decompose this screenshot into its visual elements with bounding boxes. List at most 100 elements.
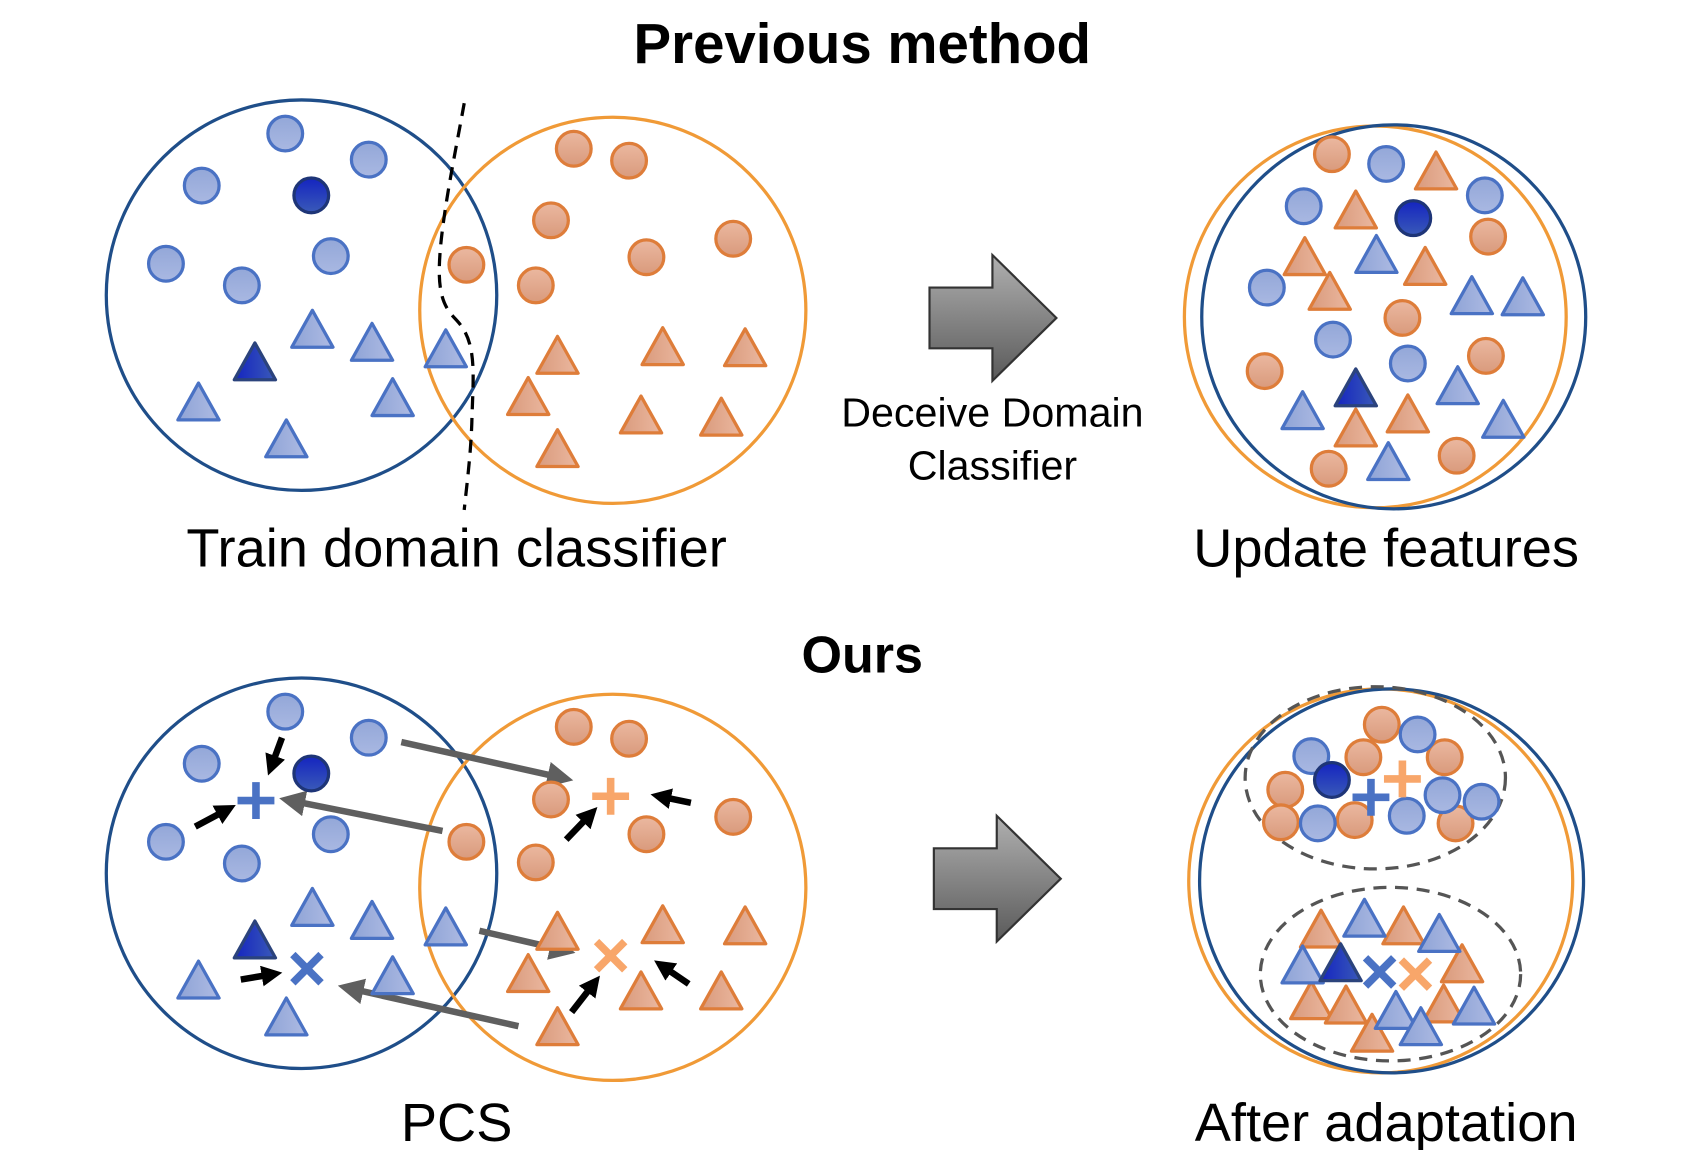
target-circle-sample bbox=[1466, 336, 1505, 375]
source-triangle-sample bbox=[264, 996, 309, 1037]
source-circle-sample bbox=[349, 140, 388, 179]
pull-to-prototype-arrow bbox=[193, 804, 236, 830]
source-circle-sample bbox=[1314, 320, 1352, 359]
source-triangle-sample bbox=[1373, 989, 1419, 1030]
source-circle-sample bbox=[1387, 796, 1426, 835]
source-circle-sample bbox=[146, 822, 185, 861]
target-circle-sample bbox=[627, 238, 666, 277]
target-circle-sample bbox=[516, 266, 555, 305]
target-circle-sample bbox=[447, 822, 486, 861]
target-domain-circle-aligned-top bbox=[1182, 124, 1568, 510]
source-triangle-sample bbox=[290, 308, 335, 349]
domain-classifier-boundary bbox=[437, 102, 475, 511]
target-triangle-sample bbox=[1421, 983, 1466, 1024]
target-circle-sample bbox=[1245, 352, 1284, 391]
anchor-circle-sample bbox=[1312, 761, 1351, 799]
target-triangle-sample bbox=[535, 1006, 580, 1047]
target-triangle-sample bbox=[722, 905, 768, 946]
source-domain-circle-aligned-top bbox=[1200, 123, 1588, 511]
target-circle-sample bbox=[1362, 705, 1401, 744]
pull-to-prototype-arrow bbox=[650, 788, 692, 809]
aligned-source-class-b-prototype bbox=[1362, 955, 1397, 989]
target-triangle-sample bbox=[640, 326, 685, 367]
source-circle-sample bbox=[311, 237, 350, 276]
source-circle-sample bbox=[1284, 187, 1323, 226]
target-circle-sample bbox=[1312, 135, 1351, 174]
source-domain-circle-top bbox=[104, 98, 499, 493]
source-circle-sample bbox=[222, 266, 261, 305]
source-triangle-sample bbox=[423, 906, 469, 947]
target-domain-circle-top bbox=[418, 115, 808, 506]
source-triangle-sample bbox=[264, 418, 309, 459]
source-triangle-sample bbox=[290, 886, 335, 927]
pull-to-prototype-arrow bbox=[654, 960, 691, 987]
target-triangle-sample bbox=[1323, 984, 1369, 1025]
source-circle-sample bbox=[1423, 776, 1462, 815]
ours-title: Ours bbox=[802, 627, 923, 685]
target-circle-sample bbox=[1266, 770, 1305, 809]
source-circle-sample bbox=[1292, 737, 1331, 776]
target-triangle-sample bbox=[535, 334, 580, 375]
source-circle-sample bbox=[1398, 715, 1437, 754]
cross-domain-arrow bbox=[400, 738, 574, 788]
target-circle-sample bbox=[1344, 738, 1383, 777]
source-circle-sample bbox=[146, 244, 185, 283]
cross-domain-arrow bbox=[279, 790, 444, 835]
target-triangle-sample bbox=[505, 952, 551, 994]
target-circle-sample bbox=[714, 219, 753, 258]
source-circle-sample bbox=[182, 166, 221, 205]
target-class-a-prototype bbox=[592, 777, 630, 815]
source-triangle-sample bbox=[1500, 276, 1546, 317]
target-triangle-sample bbox=[1439, 943, 1485, 984]
target-circle-sample bbox=[554, 707, 593, 746]
source-triangle-sample bbox=[370, 955, 415, 996]
target-circle-sample bbox=[532, 201, 570, 240]
update-features-caption: Update features bbox=[1193, 518, 1579, 578]
target-circle-sample bbox=[610, 719, 649, 758]
target-circle-sample bbox=[1309, 449, 1348, 488]
source-circle-sample bbox=[311, 815, 350, 854]
target-circle-sample bbox=[610, 141, 649, 180]
anchor-triangle-sample bbox=[1333, 367, 1379, 408]
source-domain-circle-aligned-bottom bbox=[1197, 687, 1586, 1075]
source-triangle-sample bbox=[1481, 398, 1526, 439]
process-arrow-top bbox=[928, 252, 1058, 384]
target-domain-circle-bottom bbox=[418, 692, 808, 1083]
target-triangle-sample bbox=[1381, 905, 1426, 946]
source-triangle-sample bbox=[1354, 233, 1399, 275]
target-triangle-sample bbox=[1385, 393, 1431, 434]
pull-to-prototype-arrow bbox=[265, 736, 286, 776]
source-triangle-sample bbox=[1280, 944, 1325, 985]
target-circle-sample bbox=[1335, 801, 1374, 840]
target-domain-circle-aligned-bottom bbox=[1187, 687, 1575, 1075]
target-triangle-sample bbox=[1333, 407, 1379, 448]
source-circle-sample bbox=[1465, 176, 1504, 215]
source-triangle-sample bbox=[349, 321, 395, 362]
target-triangle-sample bbox=[1413, 150, 1459, 191]
source-triangle-sample bbox=[370, 377, 415, 418]
process-arrow-bottom bbox=[932, 813, 1063, 945]
target-triangle-sample bbox=[699, 970, 744, 1011]
target-triangle-sample bbox=[1282, 236, 1328, 277]
source-triangle-sample bbox=[1280, 390, 1325, 431]
source-triangle-sample bbox=[176, 381, 221, 422]
source-triangle-sample bbox=[1451, 985, 1497, 1026]
source-circle-sample bbox=[266, 692, 305, 731]
target-triangle-sample bbox=[618, 394, 664, 435]
target-triangle-sample bbox=[1402, 245, 1448, 286]
source-circle-sample bbox=[266, 114, 305, 153]
pcs-caption: PCS bbox=[401, 1093, 512, 1150]
anchor-circle-sample bbox=[292, 176, 331, 215]
deceive-caption-line1: Deceive Domain bbox=[841, 389, 1143, 435]
target-triangle-sample bbox=[1298, 908, 1344, 949]
anchor-triangle-sample bbox=[1318, 942, 1363, 983]
source-circle-sample bbox=[1367, 144, 1406, 183]
source-triangle-sample bbox=[1342, 897, 1387, 938]
target-circle-sample bbox=[447, 245, 486, 284]
source-triangle-sample bbox=[1398, 1006, 1444, 1047]
pull-to-prototype-arrow bbox=[563, 807, 598, 842]
anchor-circle-sample bbox=[1394, 199, 1433, 238]
target-circle-sample bbox=[1383, 298, 1422, 337]
cluster-ellipse-triangles bbox=[1258, 885, 1523, 1063]
target-triangle-sample bbox=[535, 428, 580, 469]
